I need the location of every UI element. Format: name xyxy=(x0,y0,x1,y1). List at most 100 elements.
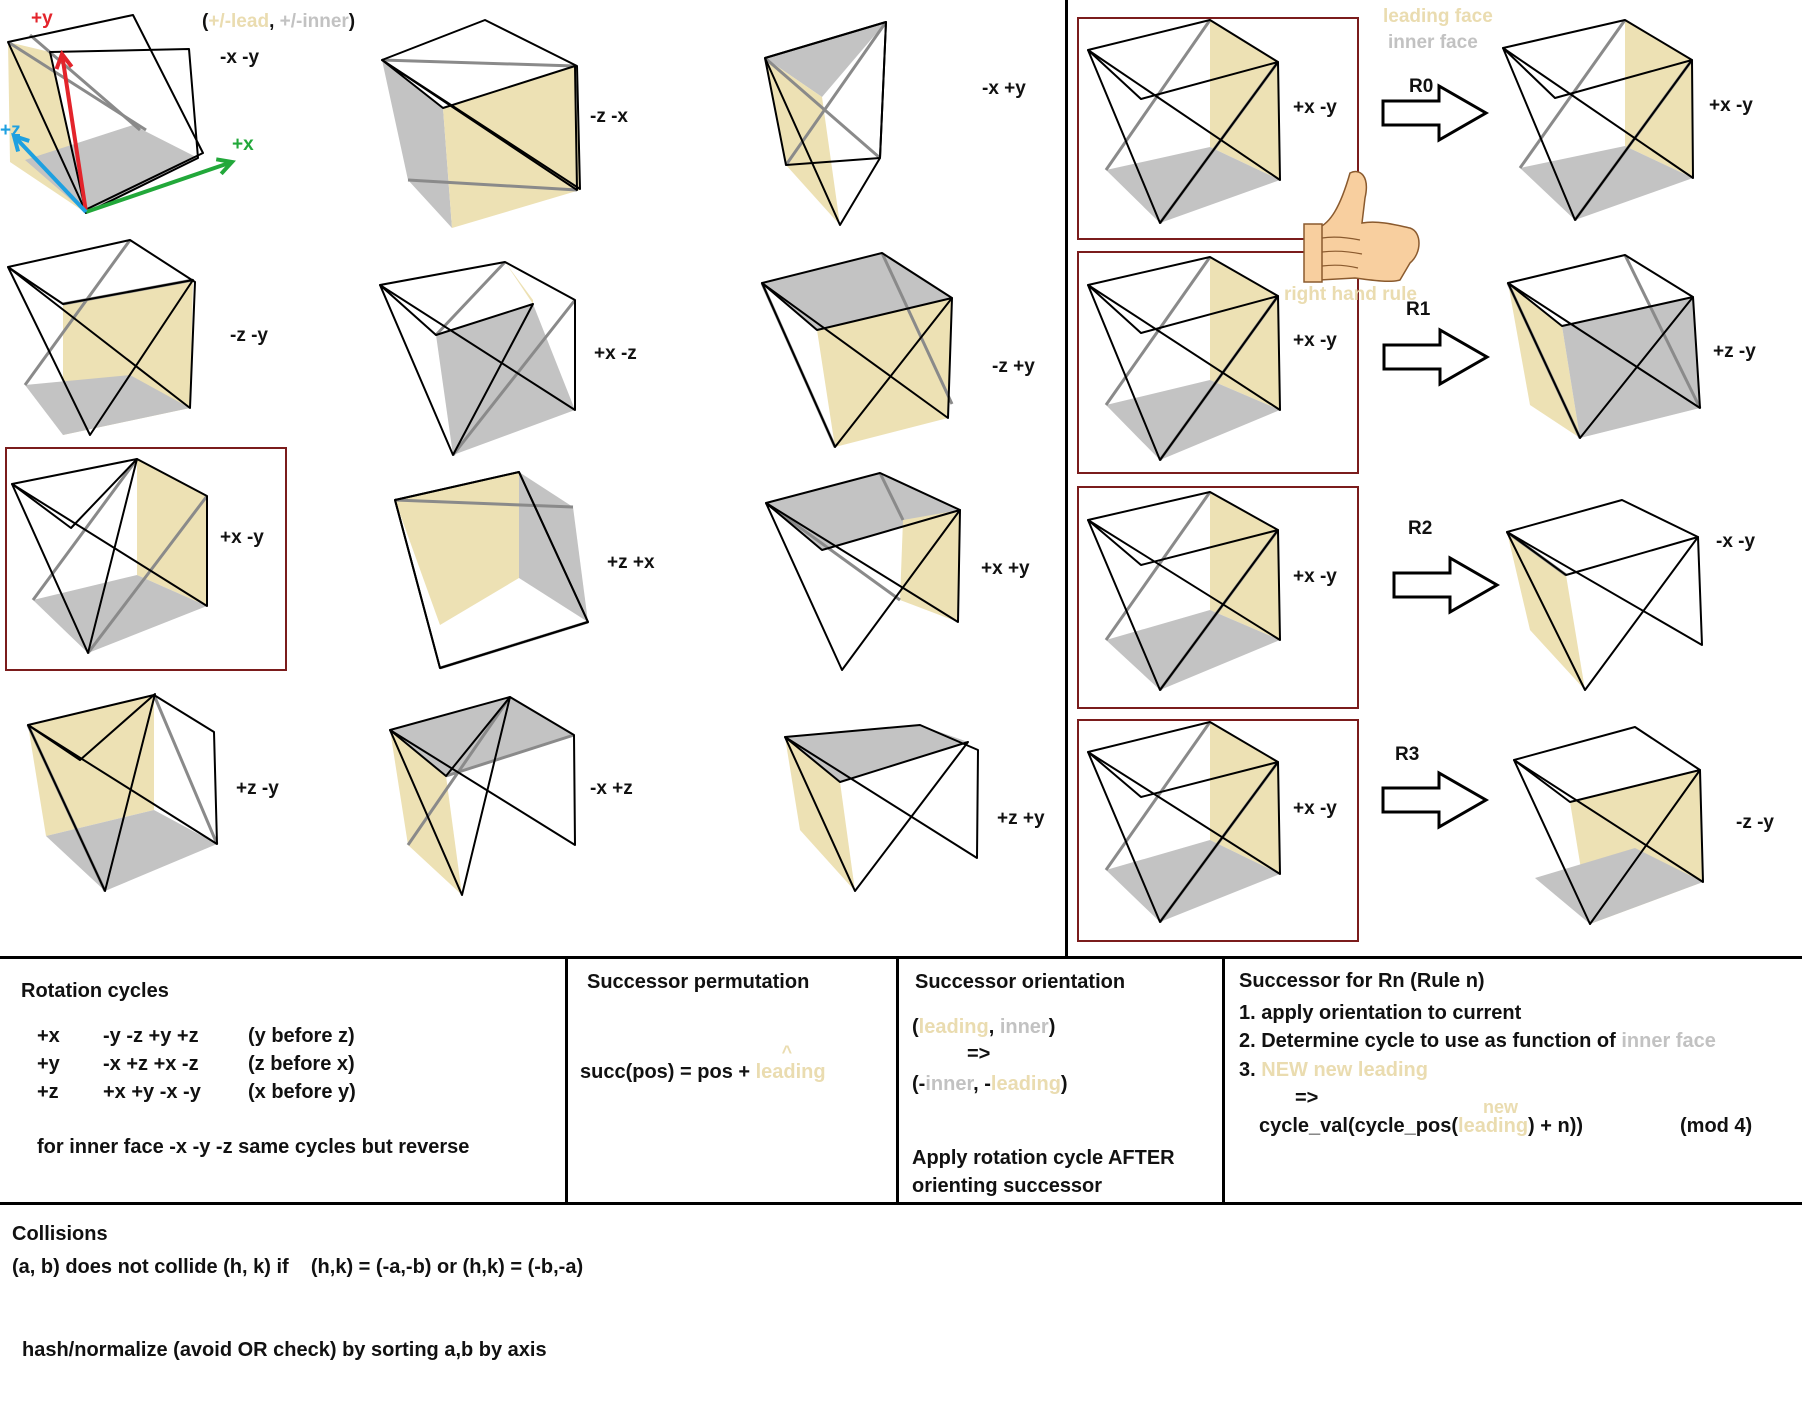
arrow-right-icon xyxy=(1381,770,1490,830)
rule-result-label: +x -y xyxy=(1709,95,1753,116)
rule-step-3: 3. NEW new leading xyxy=(1239,1059,1428,1081)
rule-source-label: +x -y xyxy=(1293,566,1337,587)
cube-face xyxy=(33,575,207,653)
rule-source-label: +x -y xyxy=(1293,330,1337,351)
cycle-values: -y -z +y +z xyxy=(103,1025,199,1047)
cube-diagonal xyxy=(152,694,219,845)
cube-inner-edge xyxy=(1087,49,1279,224)
successor-orientation-title: Successor orientation xyxy=(915,971,1126,993)
successor-permutation-title: Successor permutation xyxy=(587,971,810,993)
cube-outline xyxy=(379,261,576,411)
collisions-title: Collisions xyxy=(12,1223,108,1245)
cube-diagonal xyxy=(451,299,577,456)
arrow-right-icon xyxy=(1392,555,1501,615)
cube-face xyxy=(1210,257,1280,410)
arrow-right-icon xyxy=(1382,327,1491,387)
table-divider xyxy=(1222,956,1225,1204)
rule-result-label: -x -y xyxy=(1716,531,1756,552)
cube-label: +z +x xyxy=(607,552,655,573)
cube-face xyxy=(1210,20,1280,180)
cube-face xyxy=(1106,840,1280,922)
cycle-note: (x before y) xyxy=(248,1081,356,1103)
cube-label: -z -y xyxy=(230,325,268,346)
cube-face xyxy=(395,472,519,625)
cube-face xyxy=(137,459,207,606)
cube-diagonal xyxy=(394,498,574,509)
leading-face-legend: leading face xyxy=(1383,6,1493,27)
cube-diagonal xyxy=(86,495,209,654)
rule-result-label: +z -y xyxy=(1713,341,1756,362)
table-divider xyxy=(896,956,899,1204)
orientation-footer: Apply rotation cycle AFTER xyxy=(912,1147,1175,1169)
cube-face xyxy=(1535,848,1703,924)
cube-outline xyxy=(11,458,208,607)
cube-label: -x +y xyxy=(982,78,1026,99)
cube-label: +z +y xyxy=(997,808,1045,829)
cube-label: -z +y xyxy=(992,356,1035,377)
rule-name: R3 xyxy=(1395,744,1420,765)
cube-face xyxy=(1106,147,1280,223)
cube-inner-edge xyxy=(49,48,199,214)
cube-face xyxy=(1106,610,1280,690)
cube-face xyxy=(46,810,217,891)
cube-face xyxy=(785,725,968,782)
cube-outline xyxy=(7,14,204,211)
rule-mod: (mod 4) xyxy=(1680,1115,1753,1137)
cube-label: +z -y xyxy=(236,778,279,799)
cube-diagonal xyxy=(23,239,132,386)
cube-label: +x -y xyxy=(220,527,264,548)
cube-inner-edge xyxy=(1087,519,1279,691)
cycle-axis: +x xyxy=(37,1025,60,1047)
cube-diagonal xyxy=(407,178,578,192)
cube-inner-edge xyxy=(11,458,138,654)
axis-x-arrow xyxy=(85,160,233,214)
cube-inner-edge xyxy=(784,736,969,892)
cube-outline xyxy=(381,19,581,190)
orientation-line1: (leading, inner) xyxy=(912,1016,1056,1038)
cube-inner-edge xyxy=(381,59,578,191)
cube-outline xyxy=(389,696,576,846)
axis-z-arrow xyxy=(11,132,30,152)
rule-source-label: +x -y xyxy=(1293,97,1337,118)
cube-face xyxy=(766,473,960,550)
rule-source-label: +x -y xyxy=(1293,798,1337,819)
table-bottom-border xyxy=(0,1202,1802,1205)
cube-diagonal xyxy=(880,252,954,405)
table-divider xyxy=(565,956,568,1204)
cube-face xyxy=(1106,380,1280,460)
cube-inner-edge xyxy=(1507,282,1694,439)
thumbs-up-icon xyxy=(1303,170,1420,283)
axis-y-label: +y xyxy=(31,8,53,29)
cube-face xyxy=(1625,20,1693,178)
cycle-values: +x +y -x -y xyxy=(103,1081,201,1103)
rule-arrow: => xyxy=(1295,1087,1319,1109)
axis-z-label: +z xyxy=(0,120,21,141)
orientation-line2: (-inner, -leading) xyxy=(912,1073,1068,1095)
rule-name: R2 xyxy=(1408,518,1433,539)
cube-inner-edge xyxy=(1513,759,1701,925)
axis-z-arrow xyxy=(12,134,88,214)
cube-inner-edge xyxy=(765,502,961,671)
cycle-note: (y before z) xyxy=(248,1025,355,1047)
lead-inner-legend: (+/-lead, +/-inner) xyxy=(202,11,356,32)
cube-face xyxy=(1520,146,1693,220)
cube-inner-edge xyxy=(7,266,194,436)
succ-formula: succ(pos) = pos + ^leading xyxy=(580,1042,826,1083)
cube-inner-edge xyxy=(27,693,156,892)
axis-x-arrow xyxy=(215,157,236,176)
cube-inner-edge xyxy=(389,696,511,896)
cube-inner-edge xyxy=(379,284,534,456)
axis-x-label: +x xyxy=(232,134,254,155)
cube-diagonal xyxy=(764,56,881,160)
cube-face xyxy=(762,253,952,330)
cube-diagonal xyxy=(878,472,905,521)
rule-step-2: 2. Determine cycle to use as function of… xyxy=(1239,1030,1716,1052)
cube-inner-edge xyxy=(764,21,887,166)
cube-face xyxy=(765,22,886,97)
cube-inner-edge xyxy=(761,282,953,448)
cycle-axis: +y xyxy=(37,1053,60,1075)
inner-face-legend: inner face xyxy=(1388,32,1478,53)
cube-face xyxy=(505,262,533,304)
arrow-right-icon xyxy=(1381,83,1490,143)
